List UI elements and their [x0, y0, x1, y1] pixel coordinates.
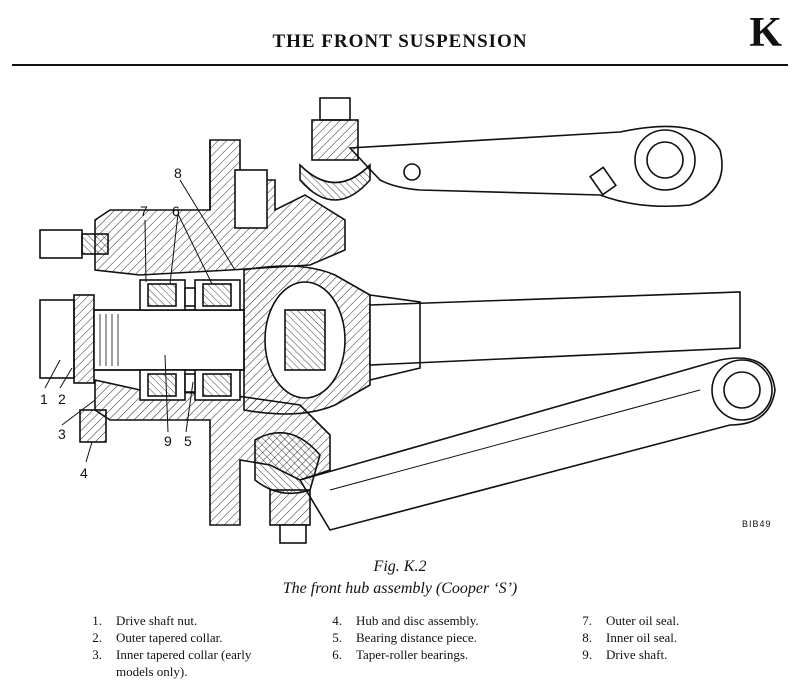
lower-arm [298, 357, 776, 531]
plate-reference: BIB49 [742, 519, 772, 529]
callout-6: 6 [172, 203, 180, 219]
callout-2: 2 [58, 391, 66, 407]
legend-item: 9.Drive shaft. [582, 647, 668, 662]
legend-item: 6.Taper-roller bearings. [332, 647, 469, 662]
figure-caption: The front hub assembly (Cooper ‘S’) [282, 580, 518, 597]
legend-column-2: 4.Hub and disc assembly. 5.Bearing dista… [320, 612, 520, 663]
callout-3: 3 [58, 426, 66, 442]
taper-roller-bearings [139, 279, 241, 401]
upper-arm [348, 125, 723, 208]
legend-column-1: 1.Drive shaft nut. 2.Outer tapered colla… [80, 612, 300, 680]
drive-shaft [93, 309, 245, 371]
callout-leaders [44, 179, 236, 463]
legend-item: 5.Bearing distance piece. [332, 630, 477, 645]
section-letter: K [749, 10, 782, 56]
callout-5: 5 [184, 433, 192, 449]
upper-ball-pin [319, 97, 351, 121]
hub-assembly-drawing: 1 2 3 4 5 6 7 8 9 [39, 97, 776, 544]
header-rule [12, 64, 788, 66]
lower-arm-eye [711, 359, 773, 421]
callout-9: 9 [164, 433, 172, 449]
callout-7: 7 [140, 203, 148, 219]
legend-item: 2.Outer tapered collar. [92, 630, 223, 645]
wheel-stud [39, 229, 83, 259]
legend-column-3: 7.Outer oil seal. 8.Inner oil seal. 9.Dr… [570, 612, 770, 663]
legend-item: 7.Outer oil seal. [582, 613, 680, 628]
callout-4: 4 [80, 465, 88, 481]
callout-1: 1 [40, 391, 48, 407]
legend-item: 8.Inner oil seal. [582, 630, 678, 645]
figure-number: Fig. K.2 [373, 558, 427, 575]
swivel-hub [94, 139, 346, 276]
lower-ball-pin [279, 524, 307, 544]
legend-item: models only). [116, 664, 188, 679]
page-title: THE FRONT SUSPENSION [272, 31, 528, 52]
legend-item: 4.Hub and disc assembly. [332, 613, 479, 628]
drive-shaft-outer [369, 291, 741, 366]
legend-item: 1.Drive shaft nut. [92, 613, 198, 628]
callout-8: 8 [174, 165, 182, 181]
legend-item: 3.Inner tapered collar (early [92, 647, 252, 662]
upper-arm-eye [634, 129, 696, 191]
